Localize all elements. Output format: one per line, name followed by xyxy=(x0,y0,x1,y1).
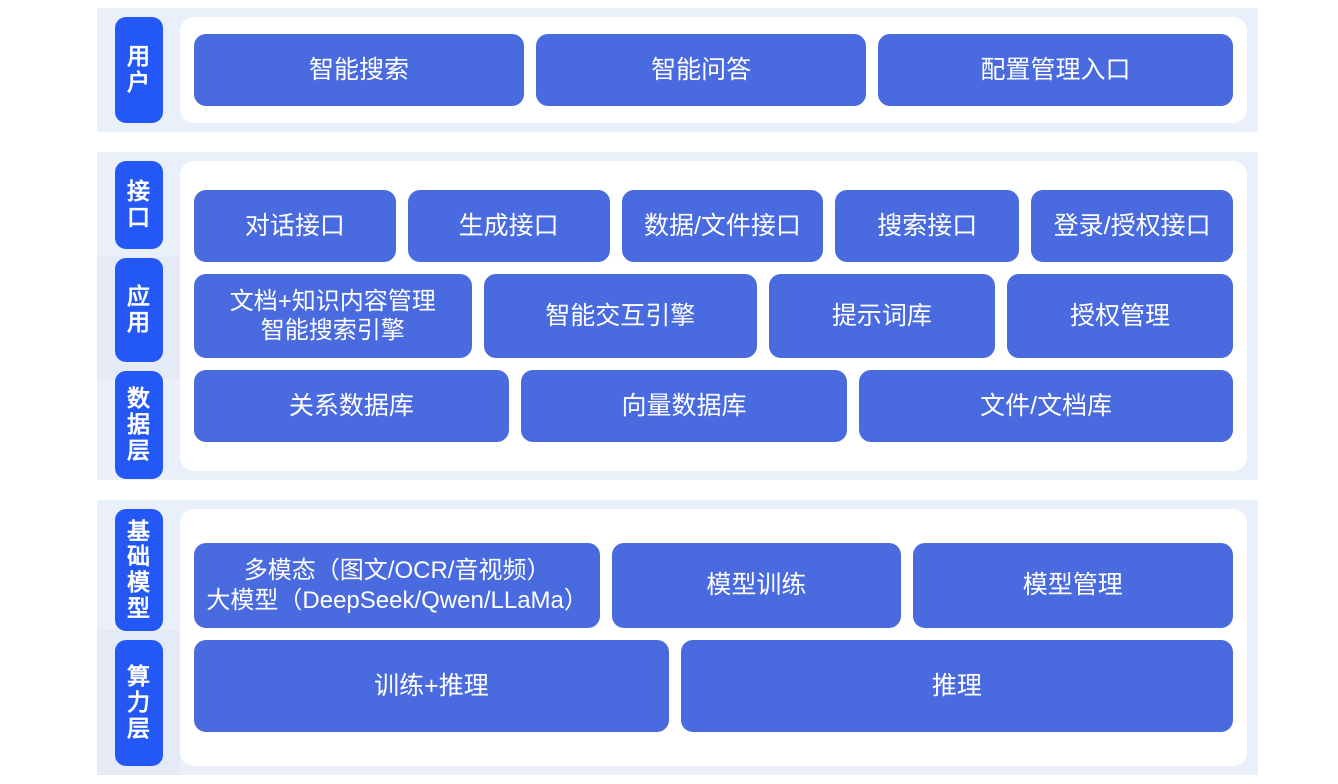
card-relational-database[interactable]: 关系数据库 xyxy=(194,370,509,442)
card-login-auth-api[interactable]: 登录/授权接口 xyxy=(1031,190,1233,262)
band-user: 用户 智能搜索 智能问答 配置管理入口 xyxy=(97,8,1258,132)
row-data-layer: 关系数据库 向量数据库 文件/文档库 xyxy=(194,370,1233,442)
row-application: 文档+知识内容管理 智能搜索引擎 智能交互引擎 提示词库 授权管理 xyxy=(194,274,1233,358)
card-model-management-label: 模型管理 xyxy=(1022,571,1123,600)
card-training-inference[interactable]: 训练+推理 xyxy=(194,640,669,732)
card-dialog-api-label: 对话接口 xyxy=(244,211,345,240)
card-authorization-management[interactable]: 授权管理 xyxy=(1006,274,1233,358)
card-multimodal-large-model[interactable]: 多模态（图文/OCR/音视频） 大模型（DeepSeek/Qwen/LLaMa） xyxy=(194,543,601,628)
stage-badge-user-label: 用户 xyxy=(127,43,150,95)
card-smart-interaction-engine-label: 智能交互引擎 xyxy=(545,301,696,330)
card-training-inference-label: 训练+推理 xyxy=(374,671,489,700)
row-foundation-model: 多模态（图文/OCR/音视频） 大模型（DeepSeek/Qwen/LLaMa）… xyxy=(194,543,1234,628)
card-inference[interactable]: 推理 xyxy=(680,640,1233,732)
card-prompt-library[interactable]: 提示词库 xyxy=(768,274,995,358)
band-infrastructure: 基础模型 算力层 多模态（图文/OCR/音视频） 大模型（DeepSeek/Qw… xyxy=(97,500,1258,775)
card-smart-qa[interactable]: 智能问答 xyxy=(536,34,867,106)
stage-badge-application[interactable]: 应用 xyxy=(114,258,163,362)
card-generation-api-label: 生成接口 xyxy=(458,211,559,240)
card-generation-api[interactable]: 生成接口 xyxy=(407,190,610,262)
card-document-knowledge-management[interactable]: 文档+知识内容管理 智能搜索引擎 xyxy=(194,274,472,358)
card-document-knowledge-management-label: 文档+知识内容管理 智能搜索引擎 xyxy=(229,287,436,344)
card-inference-label: 推理 xyxy=(931,671,982,700)
stage-rail-infrastructure: 基础模型 算力层 xyxy=(97,500,180,775)
card-file-document-store[interactable]: 文件/文档库 xyxy=(859,370,1233,442)
card-smart-qa-label: 智能问答 xyxy=(651,55,752,84)
stage-badge-user[interactable]: 用户 xyxy=(114,17,163,123)
card-relational-database-label: 关系数据库 xyxy=(288,391,414,420)
panel-user: 智能搜索 智能问答 配置管理入口 xyxy=(180,17,1247,123)
card-model-management[interactable]: 模型管理 xyxy=(912,543,1234,628)
card-multimodal-large-model-label: 多模态（图文/OCR/音视频） 大模型（DeepSeek/Qwen/LLaMa） xyxy=(206,557,588,614)
stage-badge-interface[interactable]: 接口 xyxy=(114,161,163,249)
card-model-training[interactable]: 模型训练 xyxy=(612,543,901,628)
card-config-management-entry[interactable]: 配置管理入口 xyxy=(878,34,1233,106)
stage-badge-interface-label: 接口 xyxy=(127,178,150,230)
stage-badge-data-layer-label: 数据层 xyxy=(127,385,150,463)
panel-infrastructure: 多模态（图文/OCR/音视频） 大模型（DeepSeek/Qwen/LLaMa）… xyxy=(180,509,1247,766)
card-vector-database-label: 向量数据库 xyxy=(621,391,747,420)
row-user: 智能搜索 智能问答 配置管理入口 xyxy=(194,34,1233,106)
stage-badge-compute-layer[interactable]: 算力层 xyxy=(114,640,163,766)
stage-badge-foundation-model-label: 基础模型 xyxy=(127,517,150,621)
card-smart-interaction-engine[interactable]: 智能交互引擎 xyxy=(483,274,757,358)
card-dialog-api[interactable]: 对话接口 xyxy=(194,190,396,262)
card-authorization-management-label: 授权管理 xyxy=(1069,301,1170,330)
row-api: 对话接口 生成接口 数据/文件接口 搜索接口 登录/授权接口 xyxy=(194,190,1233,262)
card-smart-search-label: 智能搜索 xyxy=(309,55,410,84)
card-vector-database[interactable]: 向量数据库 xyxy=(520,370,848,442)
stage-rail-user: 用户 xyxy=(97,8,180,132)
card-login-auth-api-label: 登录/授权接口 xyxy=(1053,211,1211,240)
stage-rail-platform: 接口 应用 数据层 xyxy=(97,152,180,480)
card-model-training-label: 模型训练 xyxy=(706,571,807,600)
card-search-api[interactable]: 搜索接口 xyxy=(835,190,1020,262)
card-data-file-api[interactable]: 数据/文件接口 xyxy=(621,190,824,262)
card-prompt-library-label: 提示词库 xyxy=(831,301,932,330)
card-config-management-entry-label: 配置管理入口 xyxy=(980,55,1131,84)
stage-badge-compute-layer-label: 算力层 xyxy=(127,663,150,741)
card-smart-search[interactable]: 智能搜索 xyxy=(194,34,525,106)
card-search-api-label: 搜索接口 xyxy=(877,211,978,240)
stage-badge-application-label: 应用 xyxy=(127,283,150,335)
stage-badge-foundation-model[interactable]: 基础模型 xyxy=(114,509,163,631)
card-data-file-api-label: 数据/文件接口 xyxy=(643,211,801,240)
band-platform: 接口 应用 数据层 对话接口 生成接口 数据/文件接口 xyxy=(97,152,1258,480)
row-compute-layer: 训练+推理 推理 xyxy=(194,640,1233,732)
stage-badge-data-layer[interactable]: 数据层 xyxy=(114,371,163,479)
card-file-document-store-label: 文件/文档库 xyxy=(980,391,1113,420)
panel-platform: 对话接口 生成接口 数据/文件接口 搜索接口 登录/授权接口 文档+知识内容管理… xyxy=(180,161,1247,471)
